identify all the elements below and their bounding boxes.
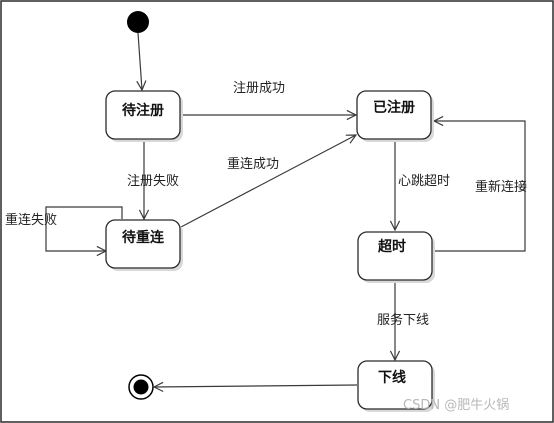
edge-reconnect [432, 121, 526, 252]
edge-reconnect-success [180, 135, 356, 228]
edge-reconnect-fail [45, 206, 123, 251]
state-registered: 已注册 [356, 90, 434, 142]
edge-offline-to-final [154, 385, 358, 387]
edge-initial-to-pending-register [138, 32, 142, 90]
state-pending-reconnect: 待重连 [105, 219, 183, 271]
final-node [128, 374, 154, 400]
label-heartbeat-timeout: 心跳超时 [398, 174, 450, 189]
state-label-timeout: 超时 [377, 238, 406, 255]
label-reconnect-success: 重连成功 [227, 156, 279, 172]
watermark: CSDN @肥牛火锅 [403, 397, 509, 413]
label-service-offline: 服务下线 [377, 312, 429, 328]
state-offline: 下线 [357, 360, 435, 412]
state-label-pending-register: 待注册 [122, 102, 164, 119]
label-reconnect-fail: 重连失败 [5, 212, 57, 228]
label-reconnect: 重新连接 [475, 179, 527, 195]
state-label-registered: 已注册 [373, 99, 415, 116]
state-pending-register: 待注册 [105, 90, 183, 142]
state-label-offline: 下线 [378, 369, 406, 386]
label-register-fail: 注册失败 [127, 174, 179, 189]
label-register-success: 注册成功 [233, 81, 285, 96]
state-timeout: 超时 [357, 231, 435, 283]
state-label-pending-reconnect: 待重连 [122, 229, 165, 246]
initial-node [127, 11, 149, 33]
